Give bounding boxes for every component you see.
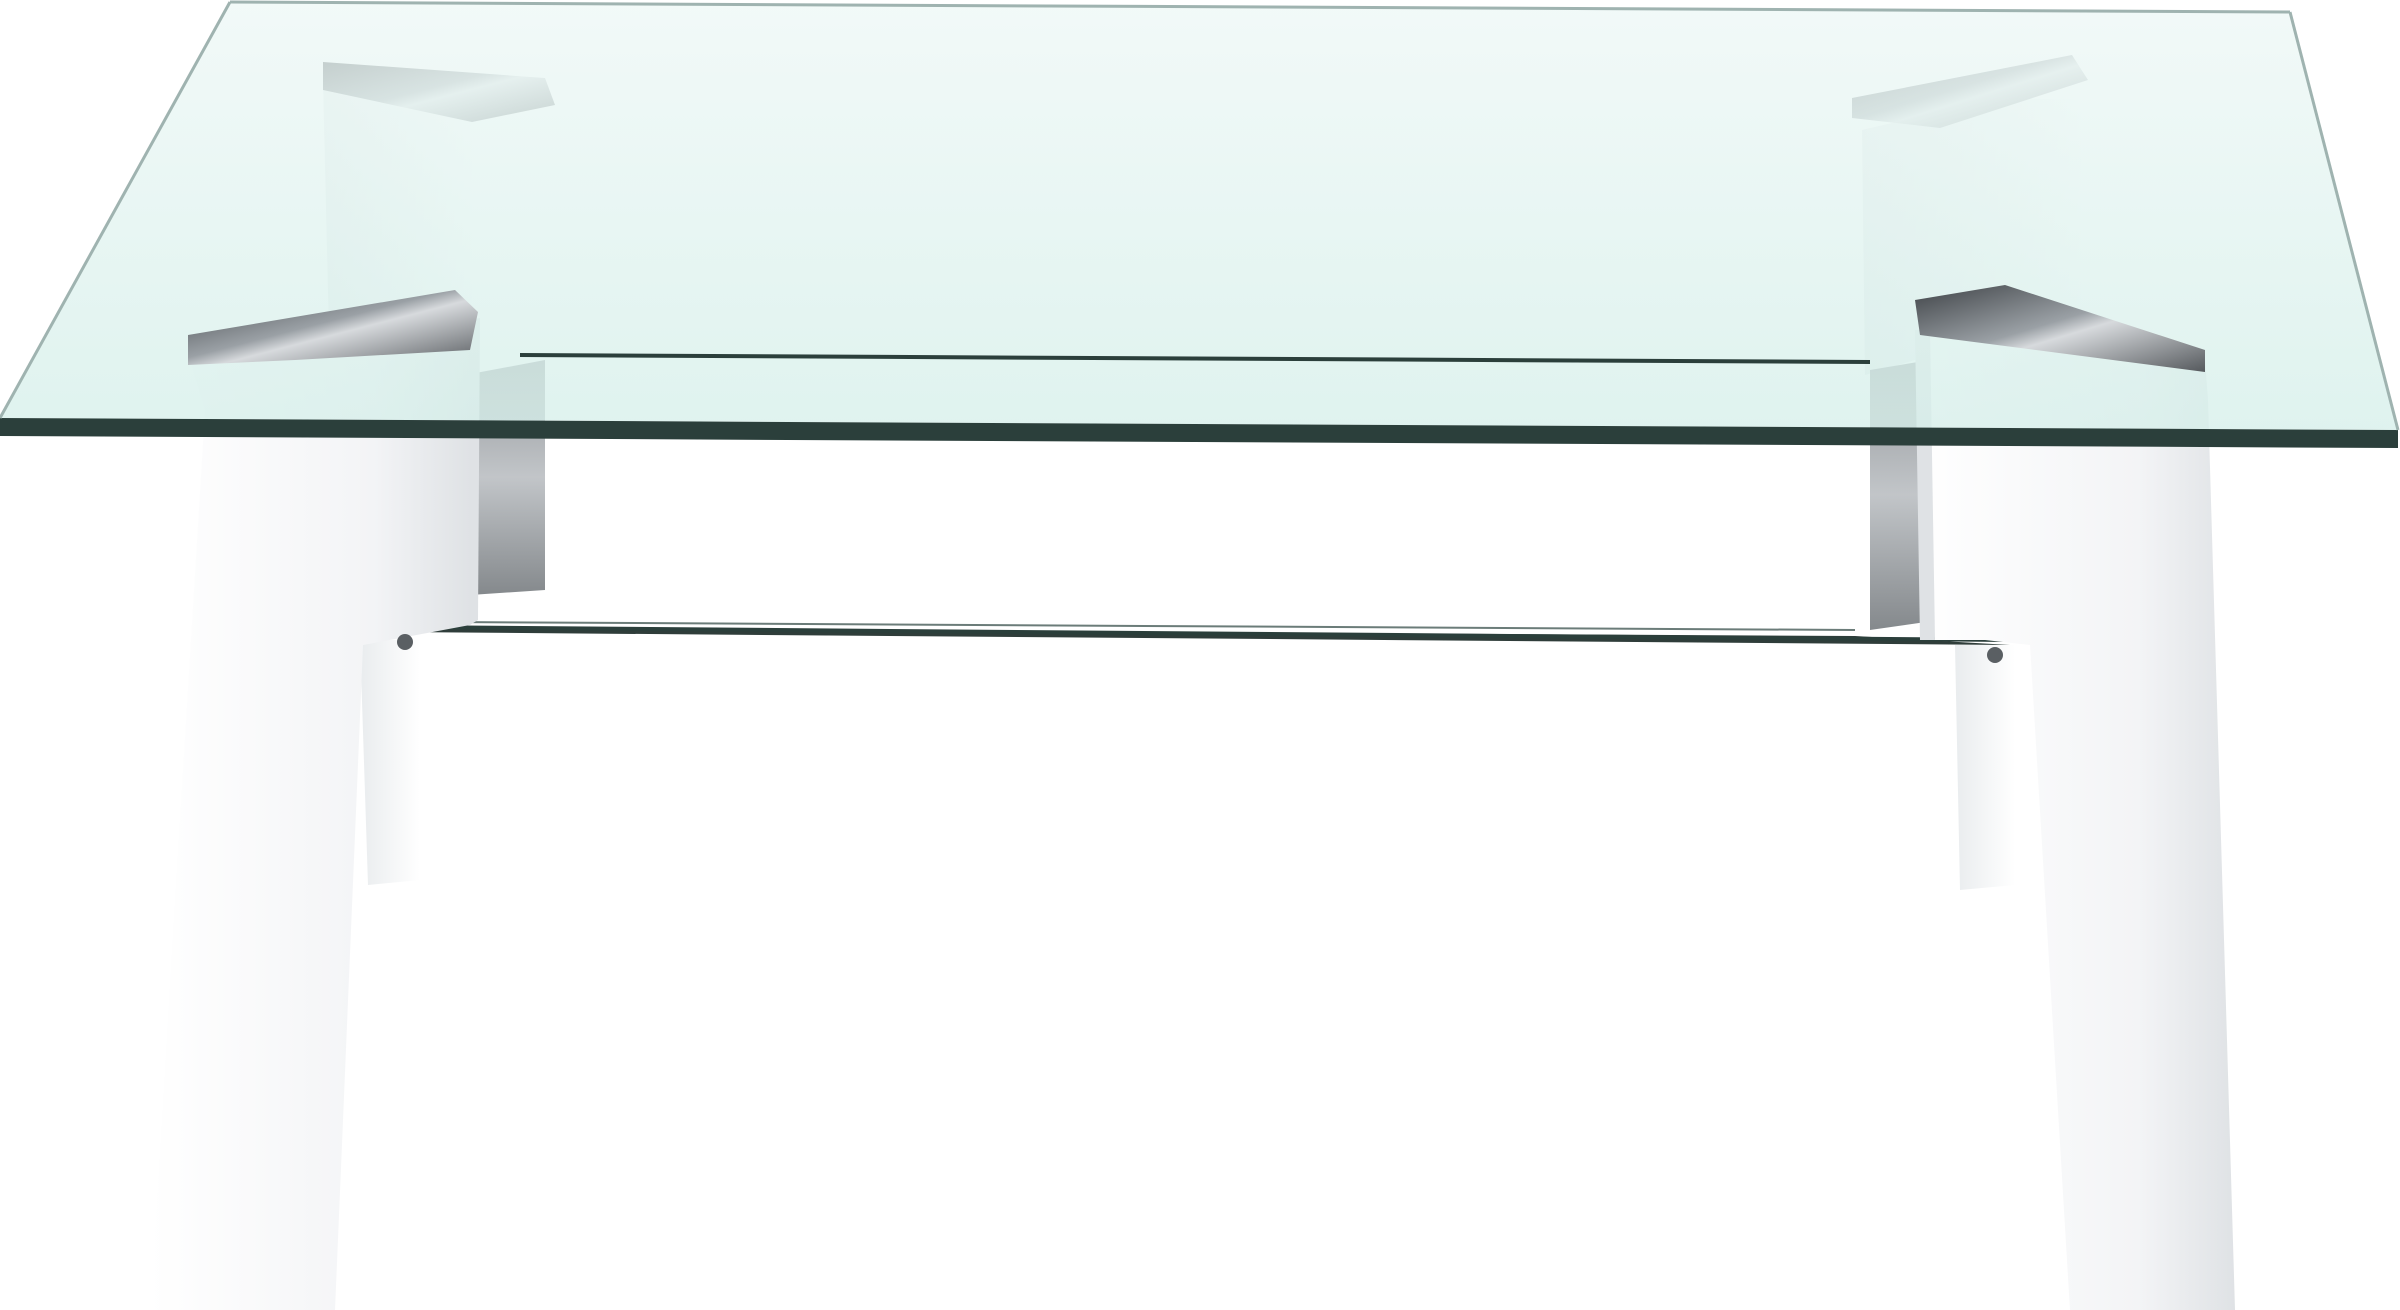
- front-left-chrome-cap: [188, 290, 478, 365]
- shelf-peg-left: [397, 634, 413, 650]
- lower-glass-shelf: [395, 621, 2011, 645]
- front-right-chrome-cap: [1915, 285, 2205, 372]
- shelf-peg-right: [1987, 647, 2003, 663]
- front-left-leg: [150, 318, 480, 1310]
- glass-tabletop: [0, 0, 2400, 448]
